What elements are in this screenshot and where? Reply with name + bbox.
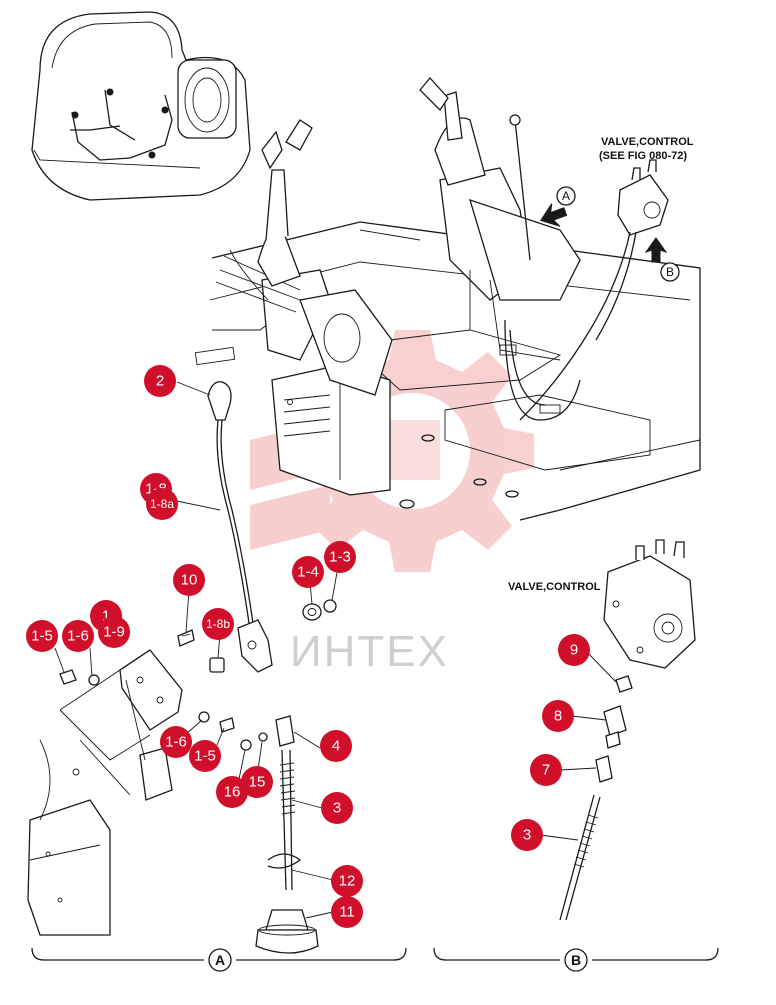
- lower-left-structure: [27, 679, 173, 936]
- callout-bubble: [558, 634, 590, 666]
- callout-label: 2: [156, 373, 164, 390]
- callout-label: 7: [542, 762, 550, 779]
- callout-1-5b: 1-5: [189, 740, 221, 772]
- callout-label: 1-8b: [206, 617, 230, 631]
- callout-1-9: 1-9: [98, 616, 130, 648]
- callout-1-5a: 1-5: [26, 620, 58, 652]
- callout-bubble: [173, 564, 205, 596]
- valve-ref-label-line1: VALVE,CONTROL: [601, 136, 694, 148]
- view-arrow-b: B: [644, 237, 680, 282]
- section-a-letter: A: [215, 952, 225, 968]
- callout-bubble: [160, 726, 192, 758]
- section-b-letter: B: [571, 952, 581, 968]
- callout-bubble: [530, 754, 562, 786]
- valve-detail-assembly: [559, 539, 696, 921]
- callout-label: 1: [102, 608, 110, 625]
- callout-label: 1-6: [67, 628, 89, 645]
- callout-10: 10: [173, 564, 205, 596]
- section-bracket-b: B: [433, 947, 719, 972]
- callout-label: 8: [554, 708, 562, 725]
- callout-12: 12: [331, 865, 363, 897]
- callout-label: 1-9: [103, 624, 125, 641]
- callout-bubble: [331, 896, 363, 928]
- callout-label: 1-6: [165, 734, 187, 751]
- view-arrow-b-letter: B: [666, 265, 674, 279]
- callout-bubble: [292, 556, 324, 588]
- callout-8: 8: [542, 700, 574, 732]
- callout-label: 10: [181, 572, 198, 589]
- callout-bubble: [331, 865, 363, 897]
- callout-bubble: [98, 616, 130, 648]
- callout-bubble: [144, 365, 176, 397]
- callout-1-6a: 1-6: [62, 620, 94, 652]
- callout-bubble: [202, 608, 234, 640]
- callout-bubble: [26, 620, 58, 652]
- callout-11: 11: [331, 896, 363, 928]
- callout-label: 12: [339, 873, 356, 890]
- callout-bubble: [146, 488, 178, 520]
- callout-15: 15: [241, 766, 273, 798]
- callout-label: 1-4: [297, 564, 319, 581]
- valve-detail-label: VALVE,CONTROL: [508, 581, 601, 593]
- lever-assembly: [59, 381, 337, 954]
- callout-label: 16: [224, 784, 241, 801]
- callout-label: 1-8a: [150, 497, 174, 511]
- callout-3b: 3: [511, 819, 543, 851]
- callout-bubble: [320, 730, 352, 762]
- view-arrow-a-letter: A: [562, 189, 570, 203]
- callout-label: 15: [249, 774, 266, 791]
- callout-bubble: [511, 819, 543, 851]
- callout-16: 16: [216, 776, 248, 808]
- callout-bubble: [324, 541, 356, 573]
- callout-bubble: [216, 776, 248, 808]
- watermark-text: ИНТЕХ: [290, 627, 449, 676]
- callout-1-8b: 1-8b: [202, 608, 234, 640]
- cab-inset: [31, 11, 251, 201]
- callout-1-3: 1-3: [324, 541, 356, 573]
- callout-2: 2: [144, 365, 176, 397]
- callout-label: 3: [523, 827, 531, 844]
- left-control-stand: [215, 119, 393, 396]
- section-bracket-a: A: [31, 947, 407, 972]
- callout-3a: 3: [321, 792, 353, 824]
- callout-label: 11: [339, 904, 355, 921]
- callout-label: 9: [570, 642, 578, 659]
- callout-1-4: 1-4: [292, 556, 324, 588]
- callout-bubble: [241, 766, 273, 798]
- callout-bubble: [542, 700, 574, 732]
- view-arrow-a: A: [540, 186, 576, 227]
- callout-label: 4: [332, 738, 340, 755]
- callout-1-8a: 1-8a: [146, 488, 178, 520]
- callout-7: 7: [530, 754, 562, 786]
- callout-bubble: [62, 620, 94, 652]
- callout-label: 1-5: [31, 628, 53, 645]
- callout-9: 9: [558, 634, 590, 666]
- upper-valve-control: [519, 159, 669, 421]
- valve-ref-label-line2: (SEE FIG 080-72): [599, 150, 687, 162]
- callout-4: 4: [320, 730, 352, 762]
- callout-1-6b: 1-6: [160, 726, 192, 758]
- callout-label: 3: [333, 800, 341, 817]
- callout-label: 1-5: [194, 748, 216, 765]
- callout-bubble: [321, 792, 353, 824]
- callout-bubble: [189, 740, 221, 772]
- callout-label: 1-3: [329, 549, 351, 566]
- right-control-stand: [419, 77, 581, 421]
